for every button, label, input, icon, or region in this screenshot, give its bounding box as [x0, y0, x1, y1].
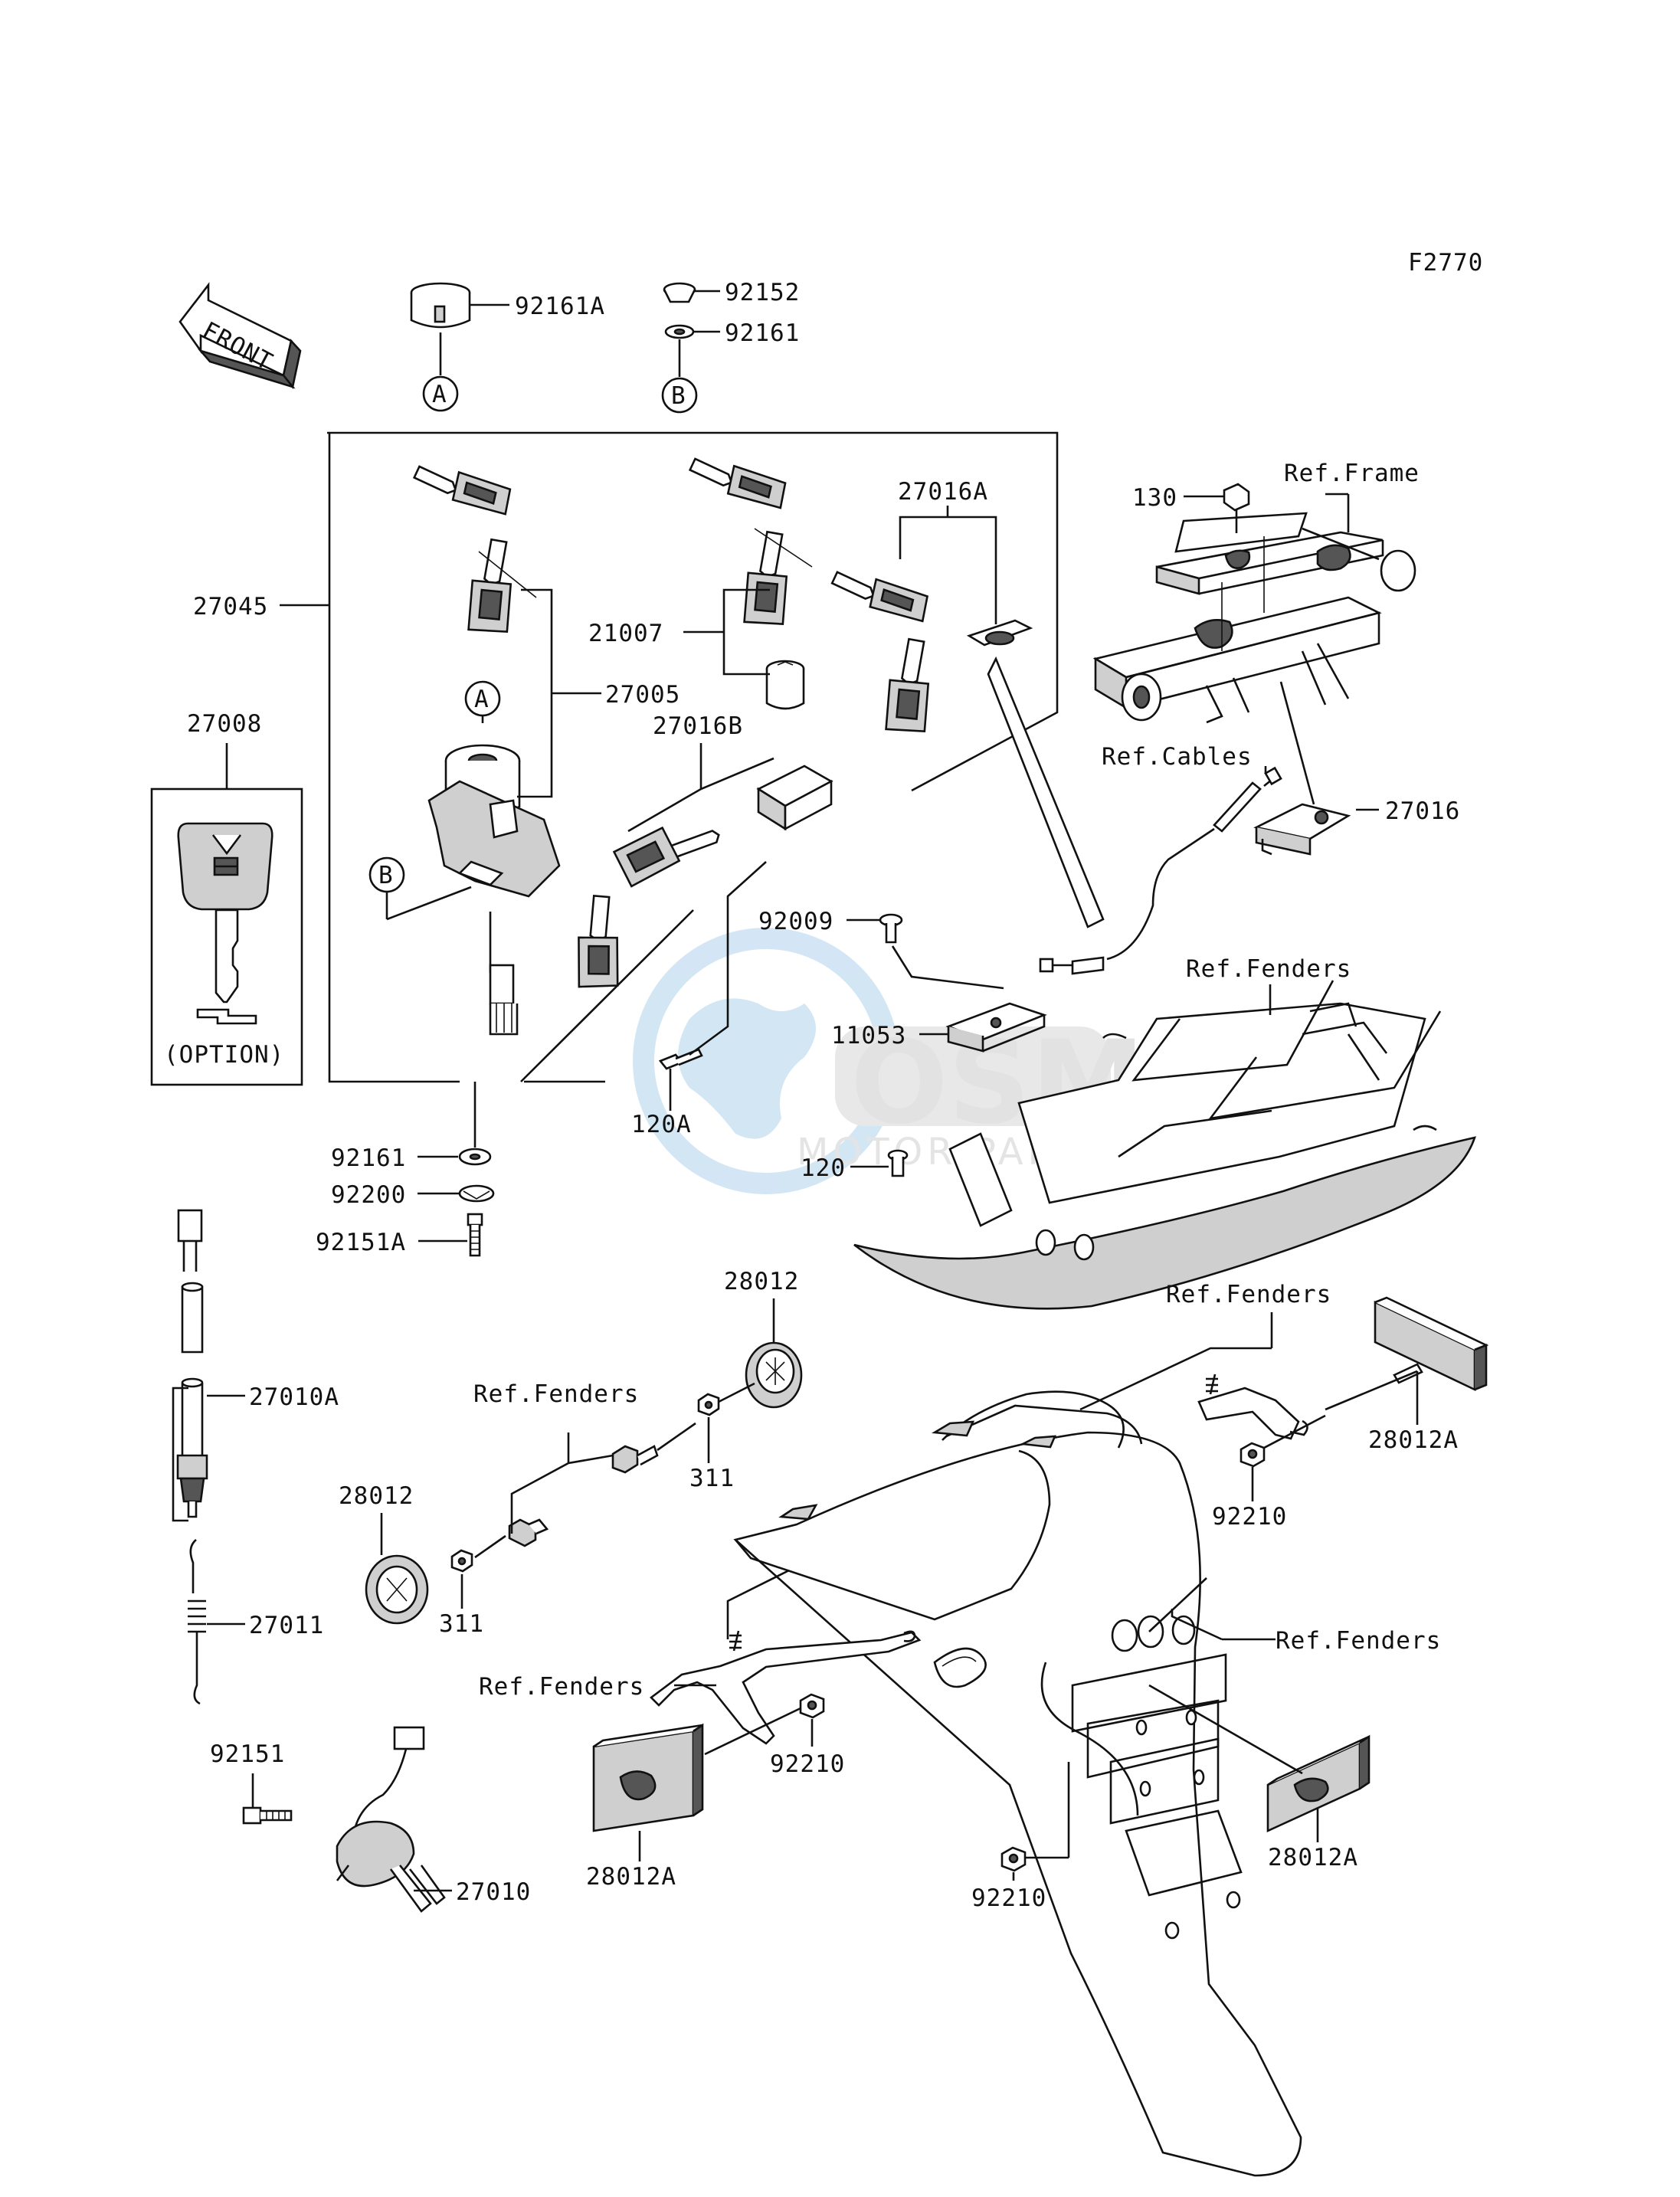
callout-b-switch-letter: B	[378, 862, 394, 889]
reflector-bracket-right-icon	[1197, 1374, 1308, 1440]
label-92151: 92151	[210, 1740, 285, 1768]
bolt-92151-icon	[242, 1806, 293, 1825]
label-ref-fenders-2: Ref.Fenders	[473, 1380, 639, 1408]
grommet-28012-top-icon	[745, 1341, 803, 1409]
label-311-upper: 311	[689, 1465, 735, 1492]
front-direction-arrow-icon: FRONT	[178, 282, 302, 389]
label-27010: 27010	[456, 1878, 531, 1906]
nut-92210-bottom-icon	[1000, 1846, 1027, 1872]
screw-120A-icon	[658, 1048, 703, 1070]
stud-upper-icon	[611, 1445, 659, 1474]
frame-assembly-icon	[1092, 512, 1416, 724]
grommet-28012-left-icon	[365, 1554, 429, 1625]
label-ref-cables: Ref.Cables	[1102, 743, 1253, 771]
screw-92009-icon	[879, 913, 903, 944]
nut-311-upper-icon	[697, 1393, 720, 1416]
label-ref-fenders-4: Ref.Fenders	[479, 1673, 644, 1701]
label-120A: 120A	[631, 1111, 692, 1138]
fuel-cap-lock-27016B-icon	[756, 765, 833, 831]
label-28012-top: 28012	[724, 1268, 799, 1295]
label-21007: 21007	[588, 620, 663, 647]
key-set-27016A-icon	[830, 571, 930, 732]
bracket-11053-icon	[945, 1002, 1047, 1053]
reflector-28012A-lower-icon	[1266, 1734, 1371, 1833]
option-key-27008-icon	[177, 822, 273, 1004]
label-92151A: 92151A	[316, 1229, 406, 1256]
label-27016A: 27016A	[898, 478, 988, 506]
callout-b-top	[661, 377, 698, 414]
lock-cylinder-21007-icon	[765, 660, 805, 710]
stud-lower-icon	[508, 1518, 549, 1547]
reflector-28012A-right-icon	[1374, 1296, 1489, 1392]
washer-92161-mid-icon	[458, 1148, 492, 1166]
label-27016: 27016	[1385, 797, 1460, 825]
label-311-lower: 311	[439, 1610, 484, 1638]
part-92152-cap	[663, 282, 696, 303]
switch-27010-icon	[336, 1726, 446, 1913]
label-27008: 27008	[187, 710, 262, 738]
label-92161A: 92161A	[515, 293, 605, 320]
switch-27010A-icon	[176, 1209, 208, 1518]
label-28012-left: 28012	[339, 1482, 414, 1510]
nut-92210-mid-icon	[799, 1693, 825, 1719]
screw-120-icon	[887, 1149, 909, 1177]
label-92009: 92009	[758, 908, 833, 935]
seat-latch-27016-icon	[1253, 803, 1351, 856]
washer-92200-icon	[458, 1184, 495, 1203]
callout-a-top	[422, 375, 459, 412]
option-symbol-icon	[196, 1008, 257, 1025]
spring-27011-icon	[188, 1539, 206, 1705]
label-ref-fenders-3: Ref.Fenders	[1166, 1281, 1331, 1308]
label-92200: 92200	[331, 1181, 406, 1209]
callout-a-top-letter: A	[432, 381, 447, 408]
key-set-21007-icon	[688, 457, 813, 625]
option-label: (OPTION)	[164, 1041, 284, 1069]
label-27011: 27011	[249, 1612, 324, 1639]
label-ref-frame: Ref.Frame	[1284, 460, 1420, 487]
label-130: 130	[1132, 484, 1177, 512]
label-27005: 27005	[605, 681, 680, 709]
kit-27045-outline	[327, 431, 1059, 1083]
nut-92210-right-icon	[1240, 1442, 1266, 1468]
label-92210-right: 92210	[1212, 1503, 1287, 1531]
part-92161A-sleeve	[410, 282, 471, 329]
label-11053: 11053	[831, 1022, 906, 1049]
rear-fender-tray-icon	[853, 980, 1476, 1310]
nut-311-lower-icon	[450, 1549, 473, 1573]
label-28012A-left: 28012A	[586, 1863, 676, 1891]
label-27045: 27045	[193, 593, 268, 620]
label-27010A: 27010A	[249, 1383, 339, 1411]
label-92210-bottom: 92210	[971, 1884, 1046, 1912]
label-28012A-right: 28012A	[1368, 1426, 1459, 1454]
callout-a-switch-letter: A	[474, 686, 490, 713]
figure-code: F2770	[1408, 249, 1483, 277]
reflector-28012A-left-icon	[592, 1723, 704, 1832]
label-92161-top: 92161	[725, 319, 800, 347]
label-ref-fenders-1: Ref.Fenders	[1186, 955, 1351, 983]
key-set-27016B-icon	[578, 826, 720, 988]
label-92161-mid: 92161	[331, 1144, 406, 1172]
label-92152: 92152	[725, 279, 800, 306]
reflector-bracket-left-icon	[650, 1630, 922, 1745]
label-ref-fenders-5: Ref.Fenders	[1276, 1627, 1441, 1655]
label-120: 120	[801, 1154, 846, 1182]
callout-a-switch	[464, 680, 501, 717]
part-92161-washer-top	[664, 324, 695, 339]
seat-lock-27016A-icon	[966, 619, 1105, 928]
ignition-switch-27005-icon	[427, 744, 561, 1036]
callout-b-top-letter: B	[671, 382, 686, 410]
label-92210-mid: 92210	[770, 1750, 845, 1778]
bolt-92151A-icon	[467, 1213, 483, 1257]
label-28012A-lower: 28012A	[1268, 1844, 1358, 1871]
bolt-130-icon	[1223, 483, 1250, 533]
cable-assembly-icon	[1039, 766, 1282, 975]
label-27016B: 27016B	[653, 712, 743, 740]
key-set-27005-icon	[412, 465, 537, 633]
